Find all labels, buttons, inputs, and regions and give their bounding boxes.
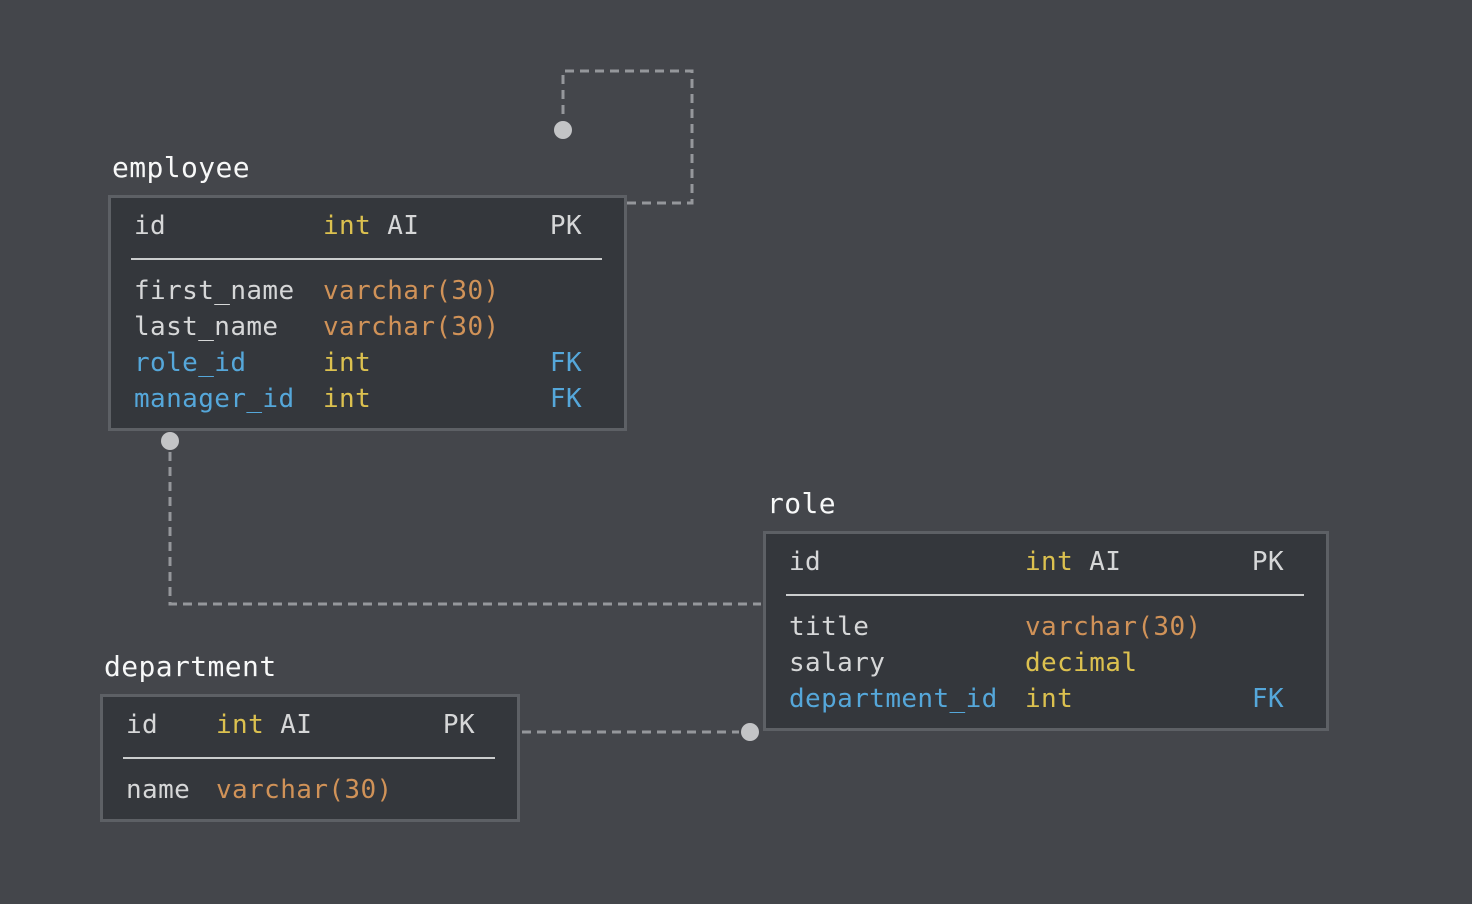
auto-increment-flag: AI — [387, 211, 420, 241]
column-name: last_name — [134, 312, 279, 342]
connector-endpoint-dot[interactable] — [161, 432, 179, 450]
column-row-manager-id[interactable]: manager_id int FK — [111, 381, 624, 417]
table-role[interactable]: role id int AI PK title varchar(30) sala… — [763, 489, 1329, 731]
pk-badge: PK — [1251, 547, 1284, 577]
table-department-title: department — [104, 650, 277, 683]
column-name: salary — [789, 648, 886, 678]
header-separator — [123, 757, 495, 759]
table-department-columns: name varchar(30) — [103, 759, 517, 819]
header-separator — [131, 258, 602, 260]
column-row-last-name[interactable]: last_name varchar(30) — [111, 309, 624, 345]
column-name: title — [789, 612, 870, 642]
header-separator — [786, 594, 1304, 596]
table-role-columns: title varchar(30) salary decimal departm… — [766, 596, 1326, 728]
column-type: varchar(30) — [1025, 612, 1202, 642]
column-name: department_id — [789, 684, 998, 714]
pk-badge: PK — [442, 710, 475, 740]
table-employee[interactable]: employee id int AI PK first_name varchar… — [108, 153, 627, 431]
auto-increment-flag: AI — [280, 710, 313, 740]
column-type: int AI — [1025, 547, 1122, 577]
table-role-pk-row[interactable]: id int AI PK — [766, 534, 1326, 590]
fk-badge: FK — [1251, 684, 1284, 714]
column-row-name[interactable]: name varchar(30) — [103, 772, 517, 808]
table-role-box[interactable]: id int AI PK title varchar(30) salary de… — [763, 531, 1329, 731]
table-employee-columns: first_name varchar(30) last_name varchar… — [111, 260, 624, 428]
table-department-pk-row[interactable]: id int AI PK — [103, 697, 517, 753]
column-type: int AI — [216, 710, 313, 740]
column-row-salary[interactable]: salary decimal — [766, 645, 1326, 681]
table-department[interactable]: department id int AI PK name varchar(30) — [100, 652, 520, 822]
table-role-title: role — [767, 487, 837, 520]
table-employee-pk-row[interactable]: id int AI PK — [111, 198, 624, 254]
fk-badge: FK — [549, 384, 582, 414]
column-type: int — [323, 348, 372, 378]
column-name: first_name — [134, 276, 295, 306]
auto-increment-flag: AI — [1089, 547, 1122, 577]
column-name: id — [126, 710, 159, 740]
column-name: id — [134, 211, 167, 241]
column-row-first-name[interactable]: first_name varchar(30) — [111, 273, 624, 309]
relationship-employee-self[interactable] — [561, 69, 694, 205]
column-type: varchar(30) — [323, 276, 500, 306]
column-name: manager_id — [134, 384, 295, 414]
column-row-department-id[interactable]: department_id int FK — [766, 681, 1326, 717]
column-name: name — [126, 775, 191, 805]
column-type: int — [323, 384, 372, 414]
column-row-role-id[interactable]: role_id int FK — [111, 345, 624, 381]
column-row-title[interactable]: title varchar(30) — [766, 609, 1326, 645]
fk-badge: FK — [549, 348, 582, 378]
connector-endpoint-dot[interactable] — [741, 723, 759, 741]
column-type: varchar(30) — [216, 775, 393, 805]
table-employee-title: employee — [112, 151, 251, 184]
connector-endpoint-dot[interactable] — [554, 121, 572, 139]
column-type: decimal — [1025, 648, 1138, 678]
table-employee-box[interactable]: id int AI PK first_name varchar(30) last… — [108, 195, 627, 431]
column-type: int AI — [323, 211, 420, 241]
column-name: id — [789, 547, 822, 577]
column-name: role_id — [134, 348, 247, 378]
column-type: int — [1025, 684, 1074, 714]
table-department-box[interactable]: id int AI PK name varchar(30) — [100, 694, 520, 822]
column-type: varchar(30) — [323, 312, 500, 342]
pk-badge: PK — [549, 211, 582, 241]
relationship-employee-role[interactable] — [168, 452, 761, 606]
